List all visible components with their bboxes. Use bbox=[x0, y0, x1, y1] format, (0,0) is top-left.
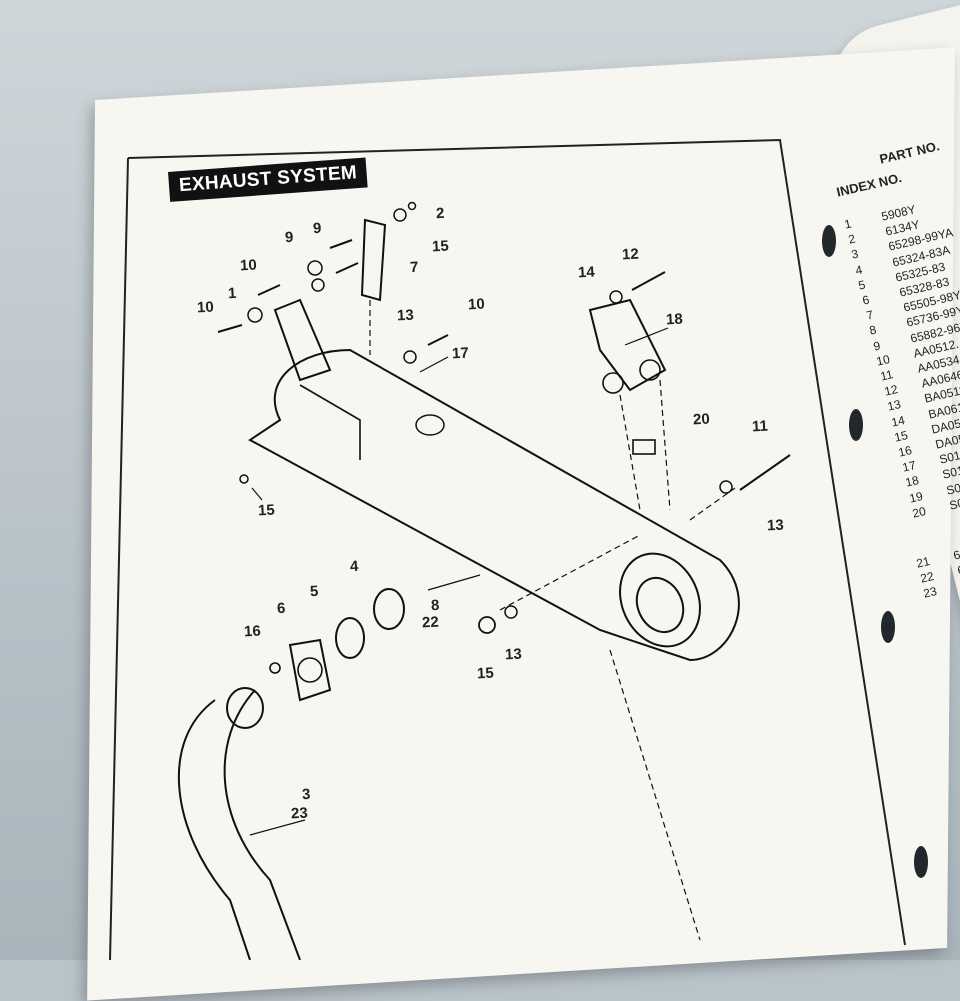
callout-10c: 10 bbox=[467, 295, 486, 314]
callout-9b: 9 bbox=[312, 219, 322, 238]
callout-13a: 13 bbox=[396, 306, 415, 325]
callout-14: 14 bbox=[577, 263, 596, 282]
exhaust-diagram bbox=[109, 138, 928, 960]
callout-15c: 15 bbox=[476, 664, 495, 683]
callout-1: 1 bbox=[227, 284, 237, 303]
callout-22: 22 bbox=[421, 613, 440, 632]
callout-15a: 15 bbox=[431, 237, 450, 256]
callout-16: 16 bbox=[243, 622, 262, 641]
callout-9a: 9 bbox=[284, 228, 294, 247]
callout-13b: 13 bbox=[766, 516, 785, 535]
callout-8: 8 bbox=[430, 596, 440, 615]
callout-17: 17 bbox=[451, 344, 470, 363]
callout-12: 12 bbox=[621, 245, 640, 264]
callout-10a: 10 bbox=[239, 256, 258, 275]
callout-10b: 10 bbox=[196, 298, 215, 317]
muffler bbox=[248, 348, 740, 662]
callout-15b: 15 bbox=[257, 501, 276, 520]
callout-11: 11 bbox=[751, 417, 769, 436]
callout-3: 3 bbox=[301, 785, 311, 804]
callout-5: 5 bbox=[309, 582, 319, 601]
callout-2: 2 bbox=[435, 204, 445, 223]
callout-6: 6 bbox=[276, 599, 286, 618]
callout-4: 4 bbox=[349, 557, 359, 576]
head-pipe bbox=[177, 689, 301, 960]
callout-23: 23 bbox=[290, 804, 309, 823]
callout-18: 18 bbox=[665, 310, 684, 329]
callout-7: 7 bbox=[409, 258, 419, 277]
callout-20: 20 bbox=[692, 410, 711, 429]
callout-13c: 13 bbox=[504, 645, 523, 664]
